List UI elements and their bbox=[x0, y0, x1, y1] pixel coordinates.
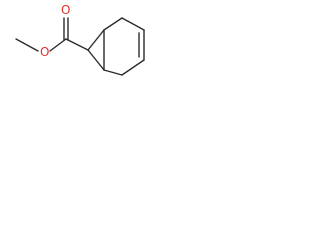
bond-c1-c2 bbox=[103, 17, 123, 31]
bond-carbonyl-c7 bbox=[65, 38, 89, 51]
methyl-bicycloheptene-carboxylate-structure: O O bbox=[15, 3, 145, 76]
bond-c7-c6 bbox=[87, 49, 105, 71]
bond-c7-c1 bbox=[87, 29, 105, 51]
carbonyl-oxygen-label: O bbox=[61, 3, 70, 17]
ester-oxygen-label: O bbox=[40, 45, 49, 59]
bond-c5-c6 bbox=[103, 69, 123, 76]
bond-o-carbonyl bbox=[49, 38, 67, 52]
bond-methyl-o bbox=[15, 38, 39, 52]
bond-c2-c3 bbox=[121, 17, 145, 31]
bond-c4-c5 bbox=[121, 59, 145, 76]
